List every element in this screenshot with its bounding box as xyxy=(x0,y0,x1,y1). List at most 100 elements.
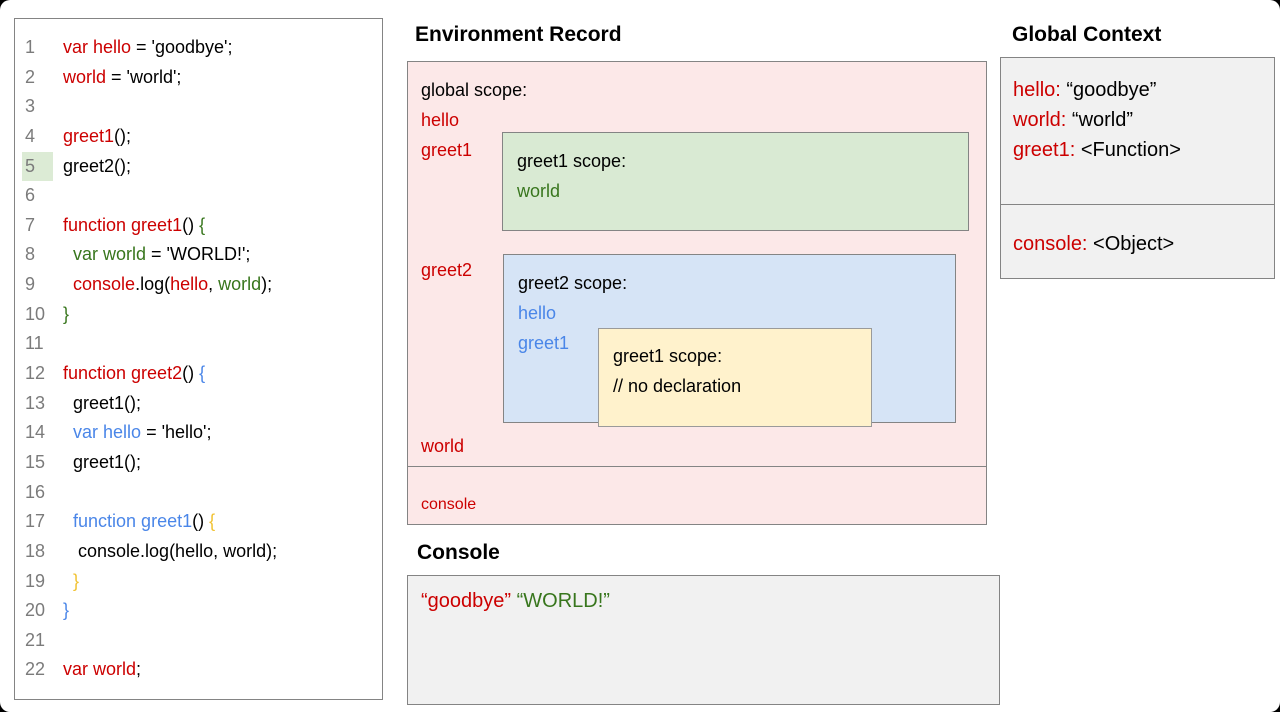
line-number: 18 xyxy=(25,540,46,561)
code-line-text: } xyxy=(73,570,80,591)
gc-console-key: console: xyxy=(1013,233,1088,255)
code-line: 10} xyxy=(15,300,382,330)
line-number: 13 xyxy=(25,392,46,413)
code-line-text: var hello = 'goodbye'; xyxy=(63,37,233,57)
line-number: 4 xyxy=(25,125,36,146)
global-context-row-hello: hello: “goodbye” xyxy=(1013,75,1274,105)
line-number: 8 xyxy=(25,244,36,265)
gc-console-value: <Object> xyxy=(1087,233,1175,255)
line-number: 14 xyxy=(25,422,46,443)
nested-greet1-scope-comment: // no declaration xyxy=(613,376,742,396)
global-scope-label: global scope: xyxy=(421,80,528,100)
code-line: 6 xyxy=(15,181,382,211)
line-number: 15 xyxy=(25,451,46,472)
code-line-text: function greet1() { xyxy=(63,214,206,235)
code-line-text: greet2(); xyxy=(63,155,132,176)
line-number: 21 xyxy=(25,629,46,650)
code-line: 11 xyxy=(15,329,382,359)
gc-hello-key: hello: xyxy=(1013,79,1061,101)
gc-world-value: “world” xyxy=(1066,109,1134,131)
environment-record-title: Environment Record xyxy=(415,23,622,46)
code-line-text: world = 'world'; xyxy=(63,66,182,87)
greet2-scope-label: greet2 scope: xyxy=(518,273,628,293)
gc-greet1-value: <Function> xyxy=(1075,139,1181,161)
line-number-highlighted: 5 xyxy=(22,151,53,182)
code-line: 18 console.log(hello, world); xyxy=(15,537,382,567)
line-number: 11 xyxy=(25,333,44,354)
global-context-row-greet1: greet1: <Function> xyxy=(1013,135,1274,165)
global-context-row-console: console: <Object> xyxy=(1013,229,1274,259)
console-title: Console xyxy=(417,541,500,564)
global-context-row-world: world: “world” xyxy=(1013,105,1274,135)
line-number: 7 xyxy=(25,214,36,235)
code-line-text: greet1(); xyxy=(63,125,132,146)
gc-hello-value: “goodbye” xyxy=(1060,79,1157,101)
line-number: 12 xyxy=(25,363,46,384)
global-scope-lines: global scope: hello greet1 xyxy=(421,75,527,165)
code-line: 8 var world = 'WORLD!'; xyxy=(15,240,382,270)
code-line: 15 greet1(); xyxy=(15,448,382,478)
code-line-text: var world; xyxy=(63,659,142,680)
code-line-text: console.log(hello, world); xyxy=(63,540,278,561)
code-line-text: greet1(); xyxy=(63,451,142,472)
code-line: 17 function greet1() { xyxy=(15,507,382,537)
code-line-text: function greet1() { xyxy=(73,511,216,532)
line-number: 3 xyxy=(25,96,36,117)
global-var-greet2: greet2 xyxy=(421,260,473,280)
nested-greet1-scope-label: greet1 scope: xyxy=(613,346,723,366)
line-number: 9 xyxy=(25,274,36,295)
global-var-console: console xyxy=(421,496,477,513)
code-line: 19 } xyxy=(15,567,382,597)
code-line-text: } xyxy=(63,303,70,324)
nested-greet1-scope-box: greet1 scope: // no declaration xyxy=(598,328,872,427)
greet2-scope-var-greet1: greet1 xyxy=(518,333,570,353)
global-context-variables-box: hello: “goodbye” world: “world” greet1: … xyxy=(1000,57,1275,205)
code-line-text: var world = 'WORLD!'; xyxy=(73,244,251,265)
code-line: 3 xyxy=(15,92,382,122)
code-line-text: var hello = 'hello'; xyxy=(73,422,212,443)
greet1-scope-box: greet1 scope: world xyxy=(502,132,969,231)
gc-world-key: world: xyxy=(1013,109,1067,131)
code-line: 21 xyxy=(15,626,382,656)
global-var-hello: hello xyxy=(421,110,460,130)
line-number: 22 xyxy=(25,659,46,680)
line-number: 19 xyxy=(25,570,46,591)
greet2-scope-lines: greet2 scope: hello greet1 xyxy=(518,268,627,358)
console-output-arg2: “WORLD!” xyxy=(516,590,610,612)
line-number: 10 xyxy=(25,303,46,324)
code-line: 20} xyxy=(15,596,382,626)
code-line-text: console.log(hello, world); xyxy=(73,274,273,295)
line-number: 17 xyxy=(25,511,46,532)
code-line: 5 greet2(); xyxy=(15,151,382,182)
global-context-console-box: console: <Object> xyxy=(1000,204,1275,279)
console-binding-row: console xyxy=(407,466,987,525)
line-number: 20 xyxy=(25,600,46,621)
code-line: 22 var world; xyxy=(15,655,382,685)
greet2-scope-var-hello: hello xyxy=(518,303,557,323)
line-number: 16 xyxy=(25,481,46,502)
greet1-scope-var-world: world xyxy=(517,181,561,201)
line-number: 6 xyxy=(25,185,36,206)
code-line: 7 function greet1() { xyxy=(15,211,382,241)
line-number: 2 xyxy=(25,66,36,87)
greet2-scope-box: greet2 scope: hello greet1 greet1 scope:… xyxy=(503,254,956,427)
global-var-greet1: greet1 xyxy=(421,140,473,160)
global-context-title: Global Context xyxy=(1012,23,1162,46)
code-line: 13 greet1(); xyxy=(15,389,382,419)
greet1-scope-label: greet1 scope: xyxy=(517,151,627,171)
code-line-text: greet1(); xyxy=(63,392,142,413)
console-output-arg1: “goodbye” xyxy=(421,590,512,612)
code-line: 4 greet1(); xyxy=(15,122,382,152)
code-line: 9 console.log(hello, world); xyxy=(15,270,382,300)
global-var-world: world xyxy=(421,436,465,456)
code-line: 14 var hello = 'hello'; xyxy=(15,418,382,448)
global-scope-box: global scope: hello greet1 greet1 scope:… xyxy=(407,61,987,467)
code-line: 2 world = 'world'; xyxy=(15,63,382,93)
gc-greet1-key: greet1: xyxy=(1013,139,1076,161)
console-output-box: “goodbye” “WORLD!” xyxy=(407,575,1000,705)
